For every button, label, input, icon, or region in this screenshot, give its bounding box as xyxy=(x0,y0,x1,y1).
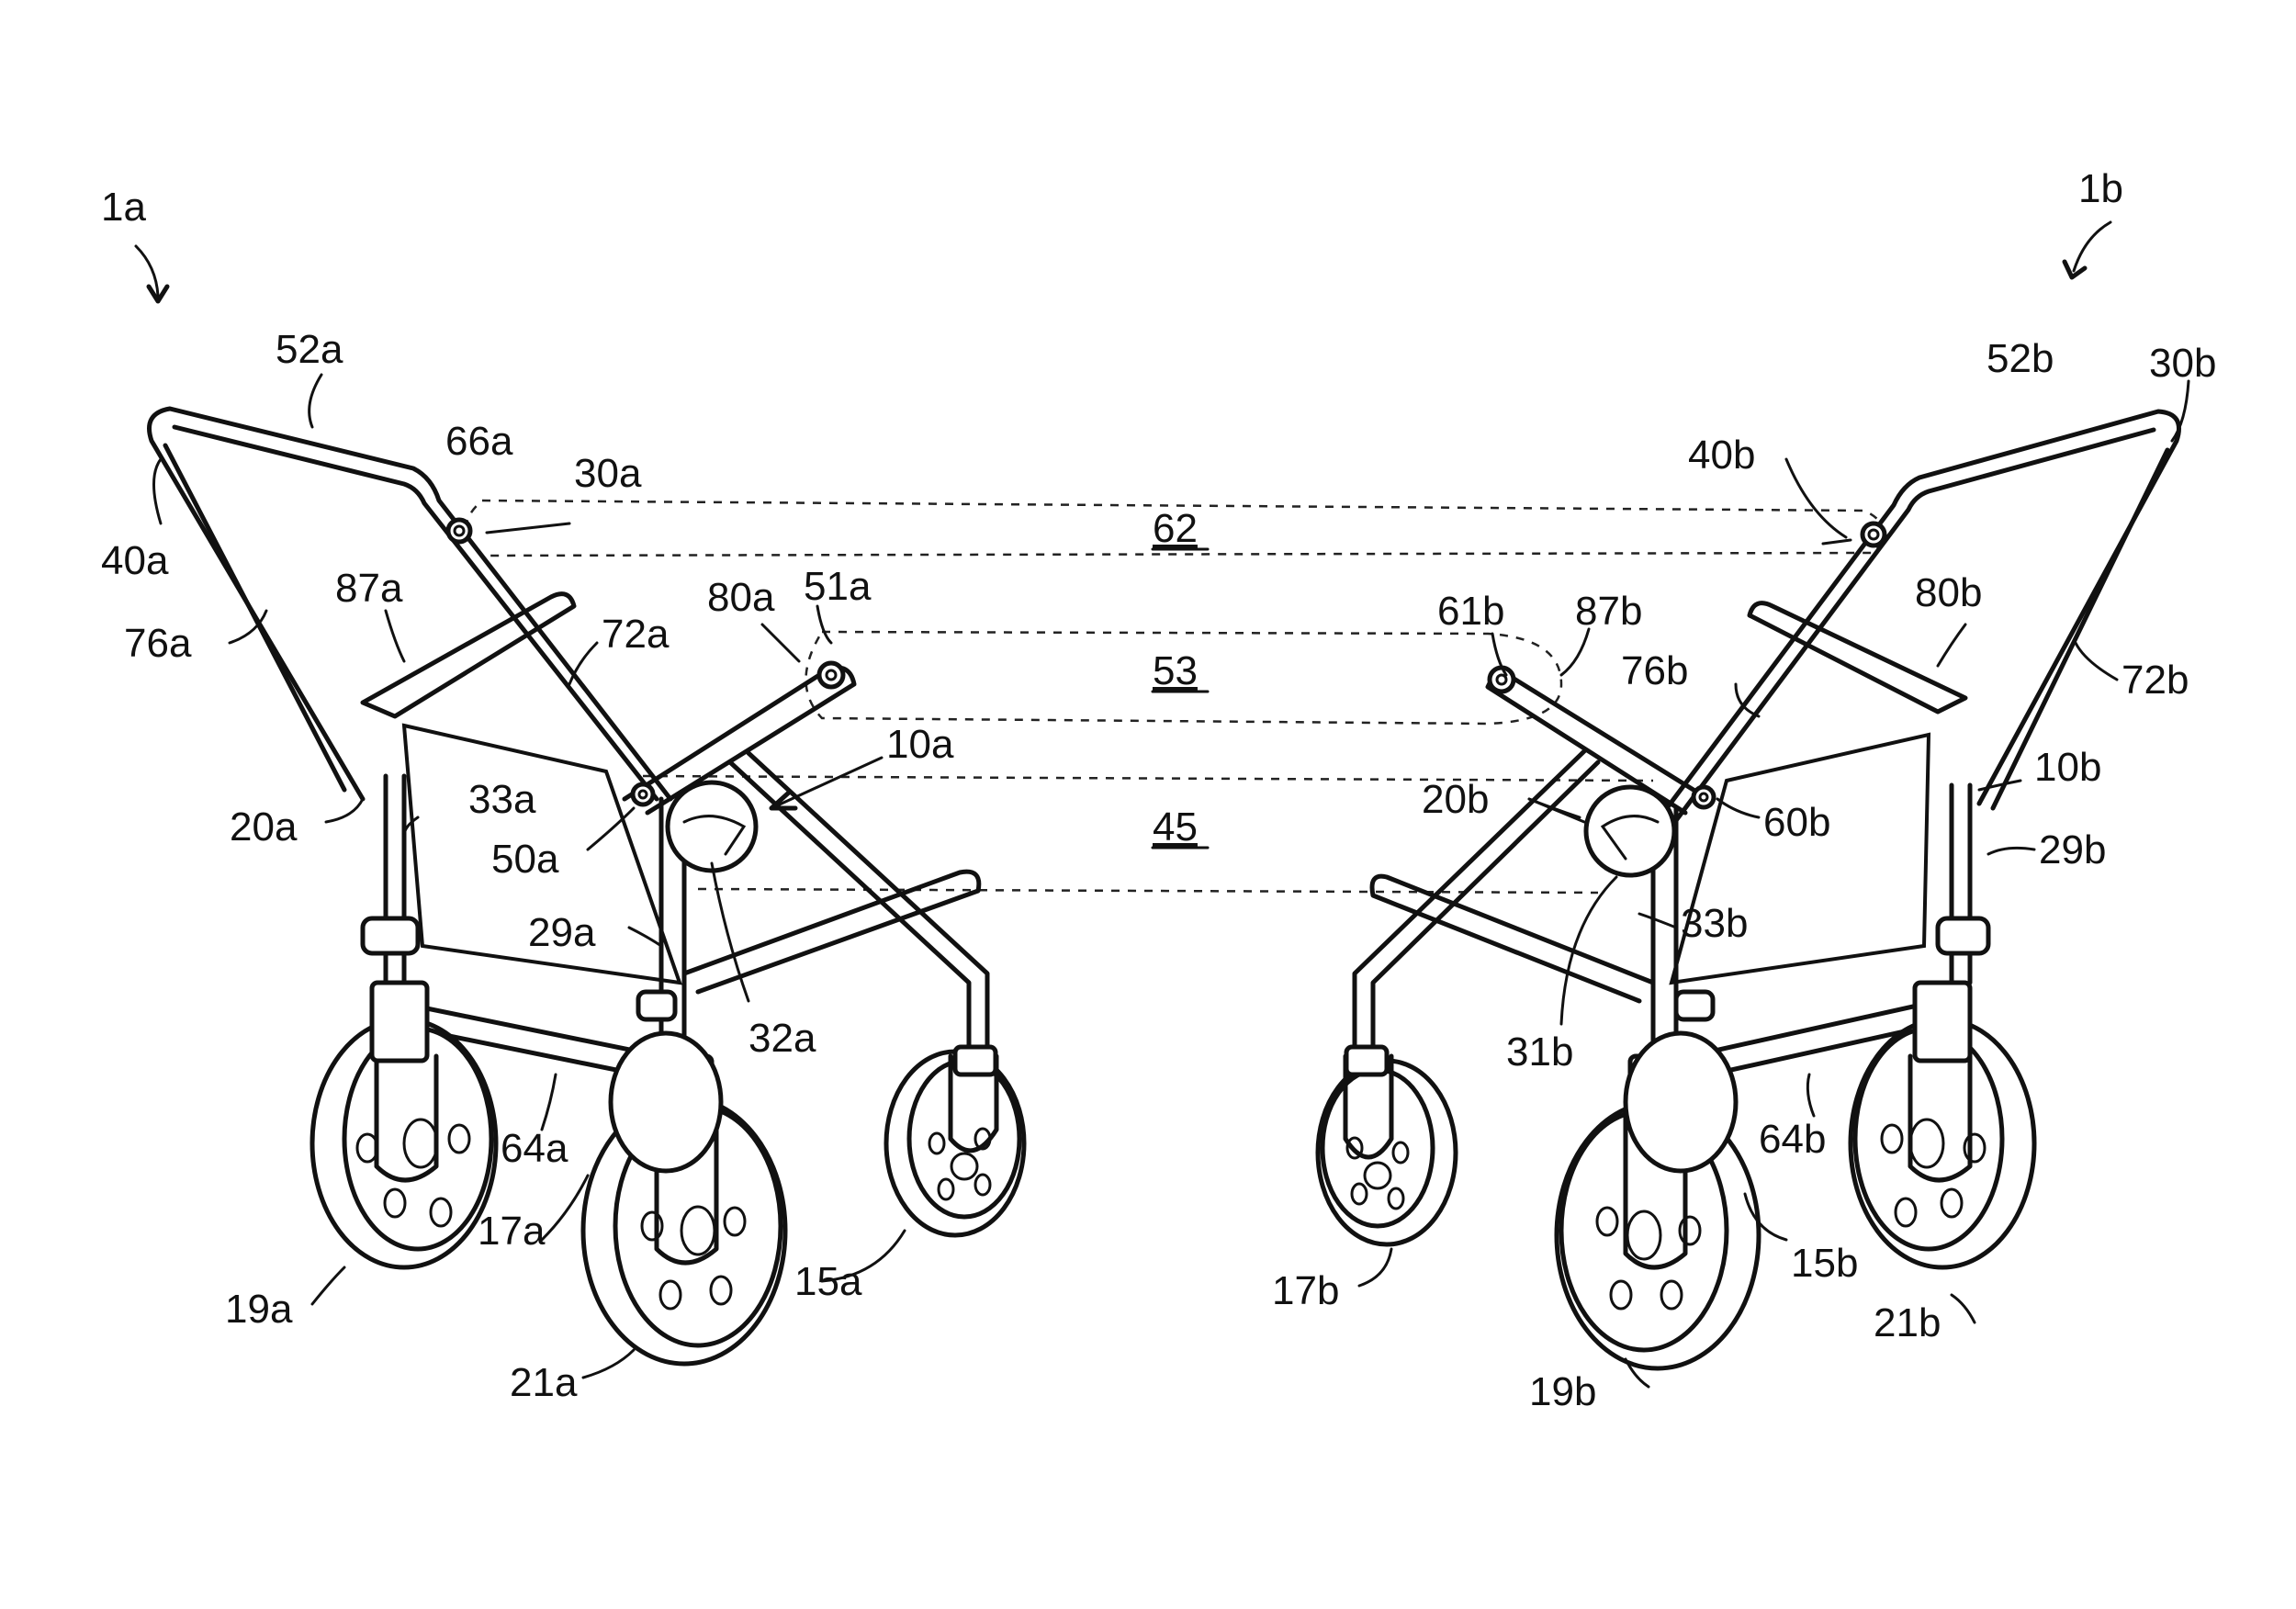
wheel-21b xyxy=(1848,980,2037,1270)
wheel-15b xyxy=(1623,1030,1739,1174)
label-10b: 10b xyxy=(2034,745,2101,790)
label-40b: 40b xyxy=(1688,433,1755,478)
label-72b: 72b xyxy=(2122,658,2189,703)
label-30a: 30a xyxy=(574,451,642,496)
label-21b: 21b xyxy=(1874,1300,1941,1345)
label-30b: 30b xyxy=(2149,341,2216,386)
label-1b: 1b xyxy=(2078,166,2123,211)
label-33b: 33b xyxy=(1681,901,1748,946)
label-80a: 80a xyxy=(707,575,775,620)
label-32a: 32a xyxy=(748,1016,816,1061)
label-51a: 51a xyxy=(804,564,872,609)
ref-arrow-1a xyxy=(134,244,170,304)
label-87b: 87b xyxy=(1575,589,1642,634)
label-19a: 19a xyxy=(225,1287,293,1332)
leader-lines xyxy=(152,373,2190,1389)
label-17a: 17a xyxy=(478,1209,546,1254)
label-33a: 33a xyxy=(468,777,536,822)
stroller-1b xyxy=(1315,409,2181,1371)
label-87a: 87a xyxy=(335,566,403,611)
wheel-17b xyxy=(1315,1044,1458,1247)
wheel-17a xyxy=(608,1030,724,1174)
wheel-19a xyxy=(310,980,499,1270)
region-labels: 62 53 45 xyxy=(1151,506,1210,850)
dashed-region-62 xyxy=(465,499,1885,557)
label-50a: 50a xyxy=(491,837,559,882)
label-10a: 10a xyxy=(886,722,954,767)
label-76a: 76a xyxy=(124,621,192,666)
label-29a: 29a xyxy=(528,910,596,955)
label-45: 45 xyxy=(1153,804,1198,850)
labels-1b: 1b 52b 30b 40b 61b 87b 80b 76b 72b 10b 2… xyxy=(1272,166,2216,1414)
label-52a: 52a xyxy=(276,327,343,372)
label-1a: 1a xyxy=(101,185,146,230)
label-15b: 15b xyxy=(1791,1241,1858,1286)
label-64b: 64b xyxy=(1759,1117,1826,1162)
label-80b: 80b xyxy=(1915,570,1982,615)
label-17b: 17b xyxy=(1272,1268,1339,1313)
stroller-1a xyxy=(147,406,1027,1367)
ref-arrow-1b xyxy=(2062,220,2112,280)
label-72a: 72a xyxy=(602,612,670,657)
label-40a: 40a xyxy=(101,538,169,583)
label-31b: 31b xyxy=(1506,1030,1573,1075)
wheel-15a xyxy=(884,1044,1027,1238)
label-62: 62 xyxy=(1153,506,1198,551)
label-29b: 29b xyxy=(2039,827,2106,872)
label-66a: 66a xyxy=(445,419,513,464)
label-53: 53 xyxy=(1153,648,1198,693)
label-15a: 15a xyxy=(794,1259,862,1304)
label-76b: 76b xyxy=(1621,648,1688,693)
label-20b: 20b xyxy=(1422,777,1489,822)
dashed-region-53 xyxy=(805,630,1563,726)
label-52b: 52b xyxy=(1986,336,2054,381)
label-21a: 21a xyxy=(510,1360,578,1405)
label-19b: 19b xyxy=(1529,1369,1596,1414)
label-61b: 61b xyxy=(1437,589,1504,634)
label-64a: 64a xyxy=(501,1126,568,1171)
dashed-region-45 xyxy=(642,774,1654,895)
label-60b: 60b xyxy=(1763,800,1830,845)
label-20a: 20a xyxy=(230,804,298,850)
labels-1a: 1a 52a 66a 30a 40a 87a 72a 80a 51a 76a 1… xyxy=(101,185,954,1405)
